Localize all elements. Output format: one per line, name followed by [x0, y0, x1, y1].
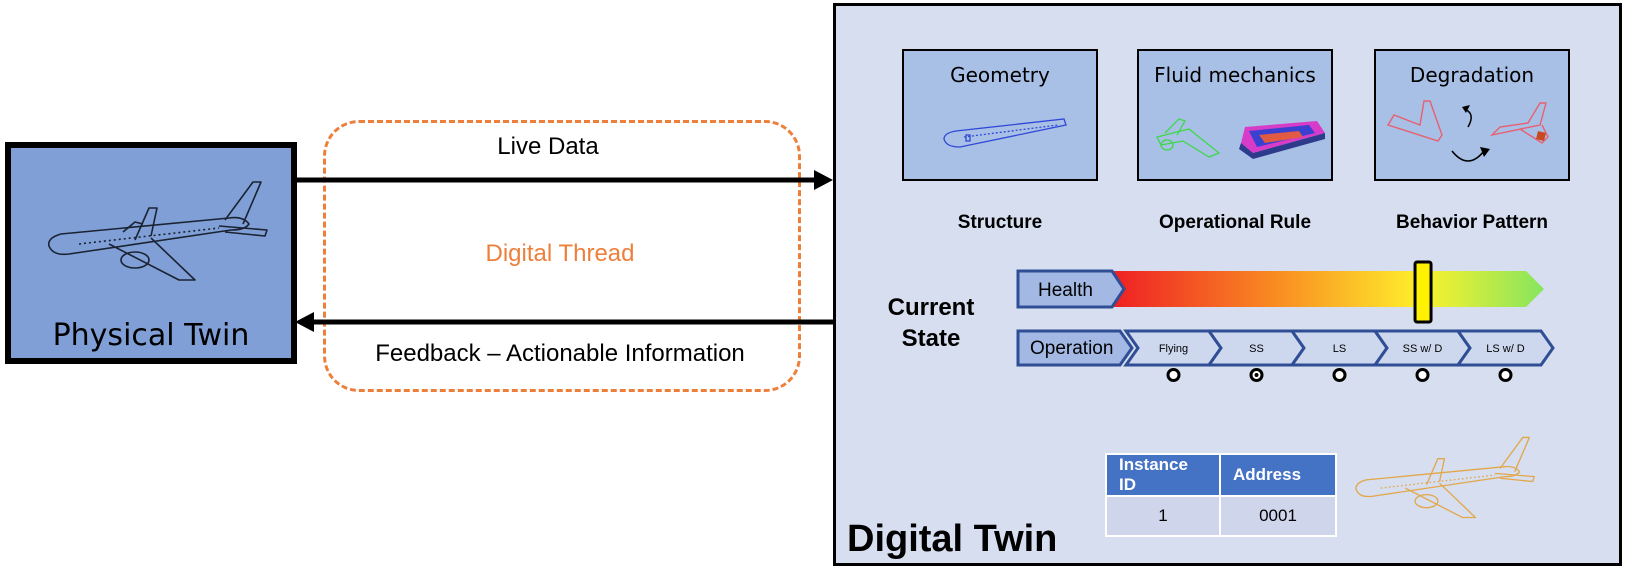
stage-indicator[interactable]	[1332, 368, 1347, 382]
address-cell: 0001	[1219, 495, 1337, 537]
health-gradient-bar	[1106, 271, 1544, 307]
model-caption-behavior-pattern: Behavior Pattern	[1395, 212, 1549, 233]
operation-label-chevron	[1016, 329, 1134, 367]
digital-thread-label: Digital Thread	[485, 240, 635, 267]
health-label-chevron	[1016, 269, 1126, 309]
fluid-mechanics-model-box: Fluid mechanics	[1137, 49, 1333, 181]
operation-label: Operation	[1030, 338, 1113, 359]
health-label: Health	[1038, 280, 1093, 301]
operation-bar: Operation Flying SS LS SS w/ D LS w/ D	[1016, 329, 1555, 367]
model-title-degradation: Degradation	[1409, 63, 1535, 87]
digital-airplane-icon	[1355, 436, 1535, 519]
model-caption-operational-rule: Operational Rule	[1158, 212, 1312, 233]
digital-thread-box	[323, 120, 801, 392]
model-caption-structure: Structure	[957, 212, 1043, 233]
state-bars: Health Operation Flying SS LS SS w/ D LS w/ …	[1016, 260, 1555, 382]
degradation-model-box: Degradation	[1374, 49, 1570, 181]
thread-arrows	[295, 170, 835, 332]
health-level-marker[interactable]	[1413, 260, 1433, 324]
physical-twin-box: Physical Twin	[5, 142, 297, 364]
current-state-line1: Current	[887, 294, 975, 321]
operation-stage-chevron[interactable]	[1455, 329, 1555, 367]
operation-stage-label: LS	[1333, 343, 1346, 355]
model-title-geometry: Geometry	[950, 63, 1050, 87]
stage-markers	[1166, 368, 1513, 382]
current-state-label: Current State	[866, 292, 996, 354]
address-header: Address	[1219, 453, 1337, 497]
digital-twin-title: Digital Twin	[847, 518, 1058, 560]
geometry-airplane-icon	[943, 118, 1067, 148]
live-data-arrow	[295, 170, 833, 190]
operation-stage-label: SS	[1249, 343, 1264, 355]
fluid-mechanics-cfd-icon	[1156, 118, 1325, 159]
instance-table-header-row: Instance ID Address	[1105, 453, 1337, 497]
physical-twin-label: Physical Twin	[52, 318, 250, 353]
stage-indicator[interactable]	[1498, 368, 1513, 382]
operation-stage-label: Flying	[1159, 343, 1188, 355]
feedback-label: Feedback – Actionable Information	[375, 340, 745, 367]
stage-indicator-active-dot	[1254, 373, 1259, 377]
table-row: 1 0001	[1105, 495, 1337, 537]
model-title-fluid-mechanics: Fluid mechanics	[1154, 63, 1316, 87]
operation-stage-label: LS w/ D	[1486, 343, 1525, 355]
geometry-model-box: Geometry	[902, 49, 1098, 181]
current-state-line2: State	[901, 325, 961, 352]
instance-id-cell: 1	[1105, 495, 1221, 537]
instance-id-header: Instance ID	[1105, 453, 1221, 497]
stage-indicator[interactable]	[1415, 368, 1430, 382]
stage-indicator[interactable]	[1166, 368, 1181, 382]
feedback-arrow	[295, 312, 835, 332]
digital-twin-panel: Geometry Structure Fluid mechanics Opera…	[833, 3, 1622, 566]
physical-airplane-icon	[47, 181, 268, 281]
operation-stage-label: SS w/ D	[1403, 343, 1443, 355]
instance-table: Instance ID Address 1 0001	[1105, 453, 1337, 537]
degradation-wing-icon	[1386, 100, 1549, 162]
live-data-label: Live Data	[497, 133, 599, 160]
